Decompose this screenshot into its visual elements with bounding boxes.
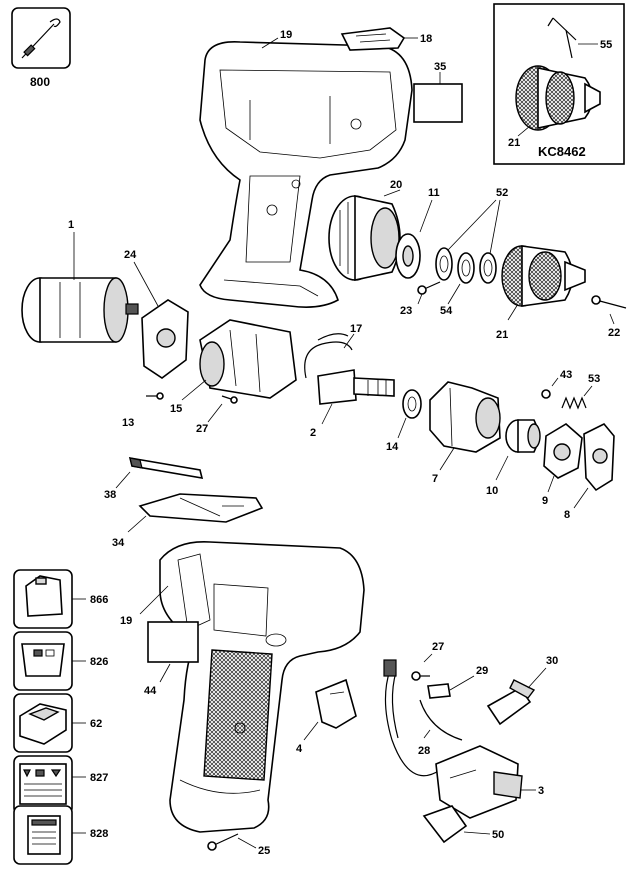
label-54: 54	[440, 305, 453, 317]
part-2-gearbox[interactable]	[199, 319, 297, 399]
part-21-chuck[interactable]	[501, 245, 586, 307]
part-9-clutch-plate[interactable]	[543, 423, 583, 479]
accessory-866[interactable]: 866	[13, 569, 108, 629]
label-15: 53	[588, 373, 600, 385]
label-27-bottom: 27	[432, 641, 444, 653]
label-30: 30	[546, 655, 558, 667]
part-53-washer[interactable]	[402, 389, 422, 419]
keyed-chuck-icon	[515, 65, 601, 131]
part-50-terminal-block[interactable]	[422, 805, 468, 844]
label-10: 10	[486, 485, 498, 497]
part-22-screw[interactable]	[591, 295, 627, 309]
part-34-bit-holder[interactable]	[138, 493, 264, 523]
part-25-screw[interactable]	[207, 833, 239, 851]
part-7-clutch-housing[interactable]	[429, 381, 501, 453]
label-25: 25	[258, 845, 270, 857]
label-44: 44	[144, 685, 157, 697]
part-23-screw[interactable]	[417, 281, 441, 295]
battery-pack-icon	[25, 575, 63, 617]
part-15-spring[interactable]	[561, 396, 587, 410]
label-8: 8	[564, 509, 570, 521]
part-1-motor[interactable]	[21, 277, 139, 343]
label-21-kit: 21	[508, 137, 520, 149]
accessory-827[interactable]: 827	[13, 755, 108, 815]
part-3-trigger-switch[interactable]	[435, 745, 523, 819]
label-7: 7	[432, 473, 438, 485]
label-18: 18	[420, 33, 432, 45]
label-34: 34	[112, 537, 125, 549]
label-3: 3	[538, 785, 544, 797]
housing-half-top[interactable]	[199, 41, 413, 308]
part-28-wiring[interactable]	[383, 659, 463, 777]
label-21: 21	[496, 329, 508, 341]
label-13: 43	[560, 369, 572, 381]
warning-label-icon	[19, 763, 67, 805]
label-53: 14	[386, 441, 399, 453]
part-30-forward-reverse-lever[interactable]	[486, 679, 536, 726]
nameplate-label-icon	[27, 815, 61, 855]
part-18-slider[interactable]	[340, 27, 406, 51]
label-28: 28	[418, 745, 430, 757]
label-23: 23	[400, 305, 412, 317]
label-828: 828	[90, 828, 108, 840]
label-35: 35	[434, 61, 446, 73]
label-38: 38	[104, 489, 116, 501]
accessory-62[interactable]: 62	[13, 693, 102, 753]
label-22: 22	[608, 327, 620, 339]
label-19-top: 19	[280, 29, 292, 41]
label-29: 29	[476, 665, 488, 677]
label-19-bottom: 19	[120, 615, 132, 627]
tool-accessory-icon	[21, 18, 61, 59]
label-800: 800	[30, 75, 50, 89]
label-43: 2	[310, 427, 316, 439]
label-62: 62	[90, 718, 102, 730]
label-11: 11	[428, 187, 440, 199]
part-38-screwdriver-bit[interactable]	[128, 457, 204, 479]
accessory-826[interactable]: 826	[13, 631, 108, 691]
label-55: 55	[600, 39, 612, 51]
label-52: 52	[496, 187, 508, 199]
label-17: 17	[350, 323, 362, 335]
part-27-screw-bottom[interactable]	[411, 671, 430, 681]
kit-code: KC8462	[538, 144, 586, 159]
part-24-motor-plate[interactable]	[141, 299, 189, 379]
part-20-torque-collar[interactable]	[328, 195, 401, 281]
label-4: 4	[296, 743, 303, 755]
part-43-spindle[interactable]	[317, 369, 395, 405]
part-35-label[interactable]	[413, 83, 463, 123]
part-27-screw-top[interactable]	[146, 392, 164, 400]
label-24: 24	[124, 249, 137, 261]
part-10-ring-gear[interactable]	[505, 419, 541, 453]
part-54-washer[interactable]	[457, 252, 475, 284]
label-826: 826	[90, 656, 108, 668]
label-866: 866	[90, 594, 108, 606]
part-13-ball[interactable]	[541, 389, 551, 399]
label-20: 20	[390, 179, 402, 191]
part-11-plate[interactable]	[395, 233, 421, 279]
housing-half-bottom[interactable]	[159, 541, 365, 833]
label-14: 27	[196, 423, 208, 435]
part-4-switch-bracket[interactable]	[315, 678, 357, 729]
battery-label-icon	[21, 643, 65, 677]
part-14-screw[interactable]	[221, 395, 238, 404]
chuck-key-icon	[547, 17, 577, 59]
label-27-top: 13	[122, 417, 134, 429]
charger-icon	[19, 703, 67, 745]
label-827: 827	[90, 772, 108, 784]
label-2: 15	[170, 403, 182, 415]
label-1: 1	[68, 219, 74, 231]
label-9: 9	[542, 495, 548, 507]
part-52-washers[interactable]	[435, 247, 497, 284]
chuck-key-kit-inset[interactable]: 55 21 KC8462	[493, 3, 625, 165]
accessory-828[interactable]: 828	[13, 805, 108, 865]
part-8-planet-carrier[interactable]	[583, 423, 615, 492]
part-44-label[interactable]	[147, 621, 199, 663]
part-29-terminal[interactable]	[427, 683, 451, 699]
label-50: 50	[492, 829, 504, 841]
accessory-800[interactable]: 800	[11, 7, 71, 89]
